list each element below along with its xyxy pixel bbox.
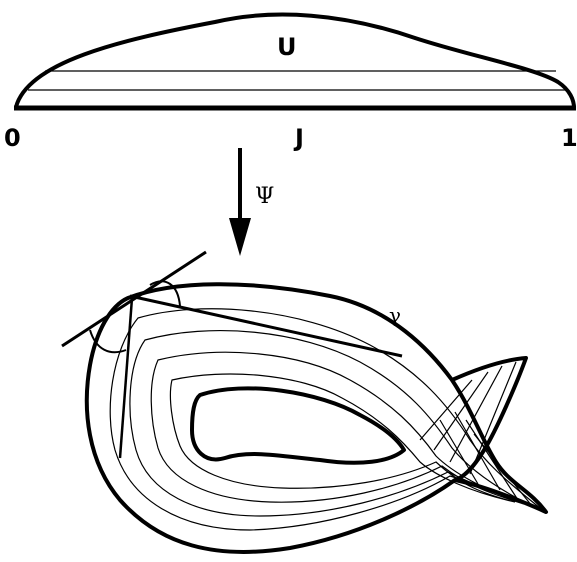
tail-hatching — [419, 361, 533, 507]
inner-loop — [190, 386, 406, 465]
label-interval-start: 0 — [4, 124, 21, 152]
label-gamma: γ — [389, 303, 401, 327]
level-curve — [169, 373, 516, 503]
label-psi: Ψ — [255, 184, 274, 209]
label-u: U — [277, 33, 297, 61]
label-interval-end: 1 — [561, 124, 577, 152]
normal-line — [118, 297, 134, 459]
map-arrow-psi — [229, 148, 251, 256]
angle-arc — [149, 280, 181, 307]
region-u-outline — [14, 12, 576, 110]
label-interval-j: J — [293, 124, 304, 152]
tangent-line — [61, 250, 207, 348]
curve-gamma-tail — [451, 356, 528, 482]
domain-region-u — [14, 12, 576, 110]
image-curve-gamma — [61, 250, 548, 554]
level-curve — [150, 351, 525, 505]
secant-line — [129, 294, 403, 358]
angle-arc — [89, 329, 127, 354]
